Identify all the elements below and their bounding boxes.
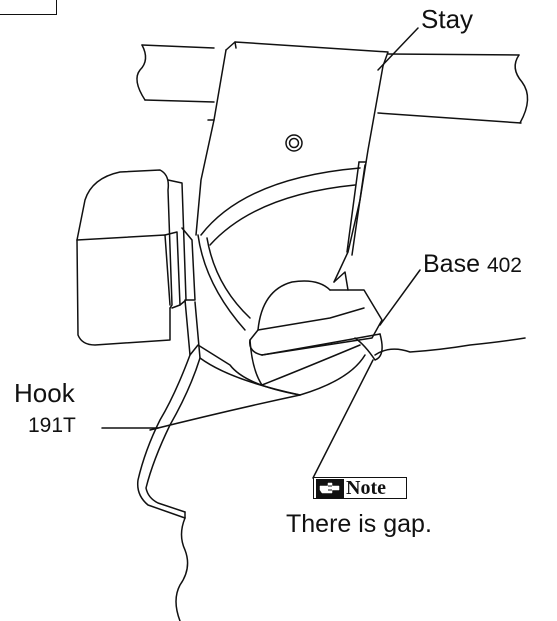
hook-part — [136, 299, 301, 519]
note-text: Note — [346, 476, 386, 499]
side-clip — [76, 169, 196, 346]
hook-label: Hook — [14, 378, 75, 408]
break-line — [175, 517, 189, 621]
base-surface — [149, 337, 526, 431]
hook-number: 191T — [28, 414, 76, 437]
note-badge: Note — [313, 477, 407, 499]
bar-left — [136, 44, 215, 103]
base-part — [249, 271, 383, 386]
corner-frame — [0, 0, 57, 15]
gap-note-text: There is gap. — [286, 510, 432, 538]
leader-stay — [377, 27, 419, 71]
base-number: 402 — [486, 254, 522, 277]
leader-note — [312, 359, 374, 479]
base-label: Base 402 — [423, 250, 522, 279]
pointing-hand-icon — [316, 478, 344, 498]
stay-label: Stay — [421, 4, 474, 34]
stay-bracket — [195, 41, 389, 331]
bar-right — [377, 53, 529, 124]
base-label-text: Base — [423, 250, 480, 278]
leader-base — [379, 269, 421, 326]
